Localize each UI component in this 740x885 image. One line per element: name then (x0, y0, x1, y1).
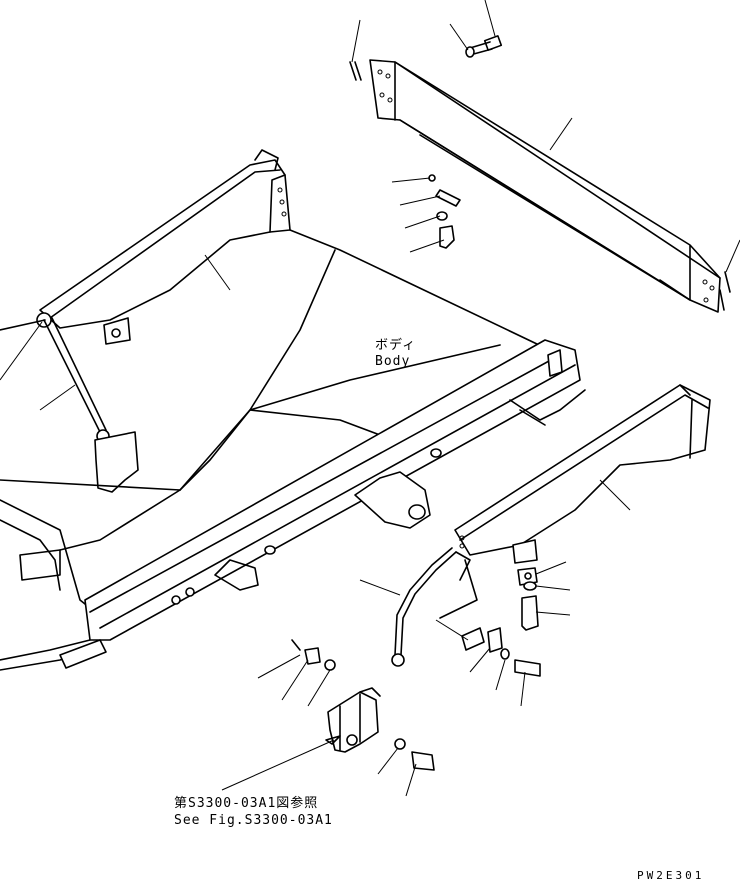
reference-label-en: See Fig.S3300-03A1 (174, 813, 333, 828)
drawing-code: PW2E301 (637, 869, 705, 882)
right-arm-hardware (517, 567, 539, 631)
top-bolt-and-washer (349, 35, 503, 81)
rear-cross-plate (369, 59, 721, 313)
hinge-bracket (327, 687, 435, 771)
hoist-rod (43, 317, 139, 493)
leader-lines (0, 0, 740, 797)
body-label-en: Body (375, 354, 411, 369)
body-label-jp: ボディ (375, 338, 417, 353)
rear-beam (84, 339, 586, 641)
body-cable (391, 547, 478, 667)
hinge-hub (59, 448, 442, 669)
right-body-arm (454, 384, 711, 564)
left-body-arm (36, 149, 291, 345)
lower-pin-and-clip (291, 627, 541, 677)
mid-bolt-stack (428, 174, 731, 311)
reference-label-jp: 第S3300-03A1図参照 (174, 796, 319, 811)
